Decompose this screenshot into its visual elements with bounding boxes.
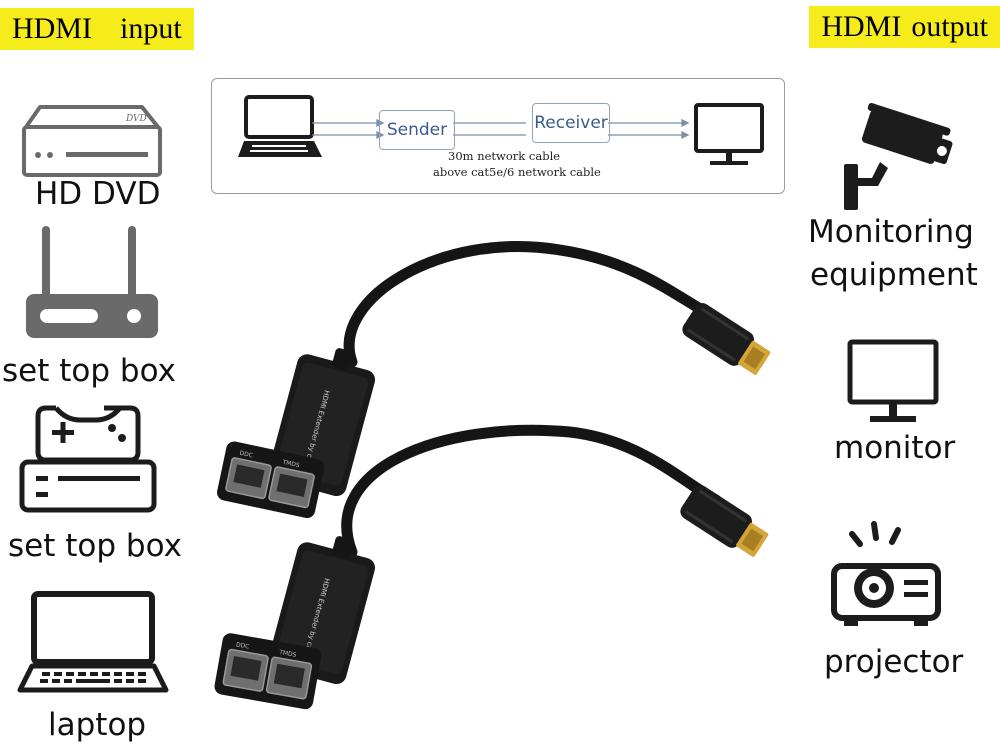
- hdmi-plug-2: [680, 485, 769, 557]
- game-console-icon: [19, 405, 157, 513]
- extender-ports-1: DDC TMDS: [217, 441, 325, 518]
- laptop-icon: [17, 591, 169, 693]
- diagram-caption-line2: above cat5e/6 network cable: [433, 165, 601, 179]
- cable-1: [343, 241, 726, 368]
- port-1-ddc-label: DDC: [239, 450, 254, 460]
- projector-icon: [831, 521, 941, 626]
- dvd-badge: DVD: [125, 114, 147, 124]
- diagram-arrows: [312, 118, 690, 140]
- diagram-sender-box: Sender: [379, 110, 455, 150]
- router-icon: [26, 226, 158, 338]
- diagram-laptop-icon: [238, 95, 322, 157]
- device-label-monitor: monitor: [834, 430, 956, 466]
- extender-ports-2: DDC TMDS: [214, 633, 322, 710]
- device-label-monitoring-2: equipment: [810, 257, 978, 293]
- banner-output-word1: HDMI: [821, 10, 902, 43]
- port-2-ddc-label: DDC: [235, 641, 249, 650]
- port-1-tmds-label: TMDS: [281, 459, 301, 470]
- hdmi-output-banner: HDMI output: [809, 6, 1000, 48]
- port-2-tmds-label: TMDS: [278, 649, 297, 659]
- dvd-player-icon: DVD: [22, 105, 162, 177]
- banner-input-word2: input: [120, 12, 182, 45]
- banner-output-word2: output: [911, 10, 988, 43]
- device-label-monitoring-1: Monitoring: [808, 214, 974, 250]
- diagram-receiver-box: Receiver: [532, 103, 610, 143]
- hdmi-extender-product: HDMI Extender by cat6 DDC TMDS HDMI Exte…: [214, 241, 771, 710]
- diagram-monitor-icon: [694, 103, 764, 165]
- hdmi-input-banner: HDMI input: [0, 8, 194, 50]
- device-label-set-top-box-1: set top box: [2, 353, 176, 389]
- connection-diagram: Sender Receiver 30m network cable above …: [211, 78, 785, 194]
- cable-2: [341, 424, 722, 558]
- cctv-camera-icon: [844, 102, 953, 210]
- banner-input-word1: HDMI: [12, 12, 92, 45]
- device-label-hd-dvd: HD DVD: [35, 176, 161, 212]
- device-label-set-top-box-2: set top box: [8, 528, 182, 564]
- device-label-projector: projector: [824, 644, 964, 680]
- hdmi-plug-1: [682, 303, 771, 375]
- diagram-caption-line1: 30m network cable: [448, 149, 561, 163]
- device-label-laptop: laptop: [48, 707, 147, 743]
- monitor-icon: [847, 339, 939, 422]
